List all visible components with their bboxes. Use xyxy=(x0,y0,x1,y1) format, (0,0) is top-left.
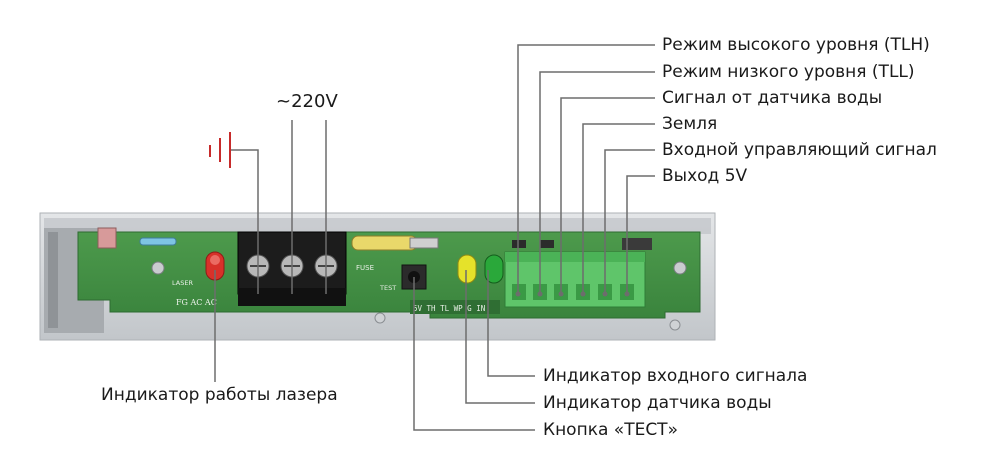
test-marking: TEST xyxy=(379,284,396,292)
ground-label: Земля xyxy=(662,114,718,134)
output-5v-label: Выход 5V xyxy=(662,166,748,186)
terminal-marking: FG AC AC xyxy=(176,298,217,307)
fuse xyxy=(351,235,418,251)
mounting-hole xyxy=(673,261,687,275)
input-signal-led-body xyxy=(484,254,504,284)
water-sensor-led-body xyxy=(457,254,477,284)
water-sensor-signal-label: Сигнал от датчика воды xyxy=(662,88,883,108)
ground-icon xyxy=(209,132,231,168)
mounting-hole xyxy=(151,261,165,275)
capacitor xyxy=(512,240,526,248)
laser-indicator-label: Индикатор работы лазера xyxy=(101,385,338,405)
fuse-marking: FUSE xyxy=(356,264,374,272)
resistor xyxy=(139,237,177,246)
tlh-mode-label: Режим высокого уровня (TLH) xyxy=(662,35,930,55)
bottom-strip-marking: 5V TH TL WP G IN xyxy=(413,304,485,313)
voltage-label: ~220V xyxy=(276,91,338,112)
pcb-bottom-strip xyxy=(410,300,500,314)
laser-marking: LASER xyxy=(172,279,193,287)
water-sensor-indicator-label: Индикатор датчика воды xyxy=(543,393,772,413)
input-control-signal-label: Входной управляющий сигнал xyxy=(662,140,937,160)
enclosure-inner-shadow xyxy=(44,218,711,234)
tll-mode-label: Режим низкого уровня (TLL) xyxy=(662,62,915,82)
test-button-label: Кнопка «ТЕСТ» xyxy=(543,420,678,440)
input-signal-indicator-label: Индикатор входного сигнала xyxy=(543,366,808,386)
leader-lines xyxy=(214,44,655,431)
